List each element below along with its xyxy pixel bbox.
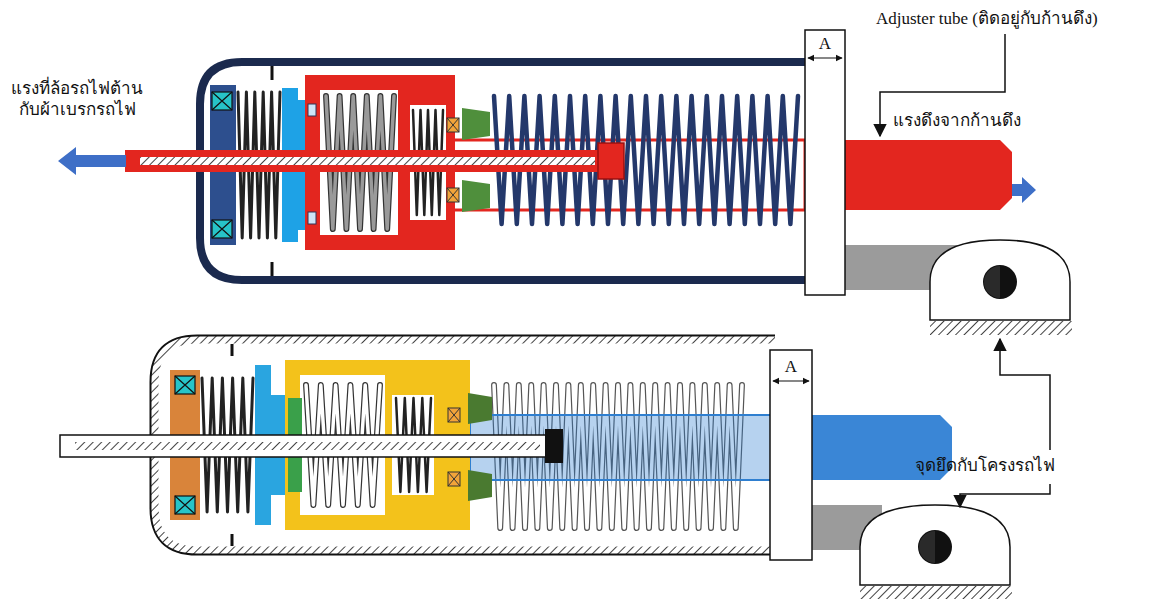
part-label: Adjuster tube (ติดอยู่กับก้านดึง): [876, 8, 1098, 29]
tick: [271, 66, 274, 80]
pull-rod-core: [140, 157, 595, 165]
ground-hatch: [860, 586, 1012, 599]
wedge: [462, 180, 490, 212]
force-label: แรงที่ล้อรถไฟต้าน กับผ้าเบรกรถไฟ: [2, 78, 152, 121]
plate: [770, 350, 812, 560]
pin: [919, 531, 935, 563]
force-arrow: [1012, 177, 1036, 203]
wedge: [468, 470, 492, 501]
pull-rod: [60, 435, 560, 457]
bottom-assembly: [60, 340, 1012, 599]
wedge: [468, 393, 492, 424]
pin: [918, 530, 952, 564]
force-label: แรงดึงจากก้านดึง: [893, 110, 1021, 131]
rod-end: [545, 429, 563, 463]
dimension-label: A: [779, 356, 803, 377]
force-arrow: [58, 147, 126, 175]
pin: [983, 265, 1017, 299]
leader-line: [1000, 339, 1050, 450]
mount: [930, 240, 1070, 320]
plate: [805, 30, 845, 295]
pull-rod-core: [75, 442, 540, 450]
wedge: [462, 108, 490, 140]
pin: [984, 266, 1000, 298]
pull-rod: [125, 150, 615, 172]
rod-end: [598, 143, 624, 179]
mount: [860, 505, 1010, 585]
tick: [271, 262, 274, 276]
dimension-line: [773, 380, 809, 381]
ground-hatch: [930, 321, 1072, 335]
tick: [231, 534, 234, 546]
top-assembly: [58, 30, 1072, 335]
dimension-line: [808, 57, 842, 58]
leader-line: [960, 484, 1050, 507]
tick: [231, 344, 234, 356]
adjuster-tube: [845, 140, 1012, 210]
dimension-label: A: [813, 33, 837, 54]
part-label: จุดยึดกับโครงรถไฟ: [915, 455, 1055, 476]
